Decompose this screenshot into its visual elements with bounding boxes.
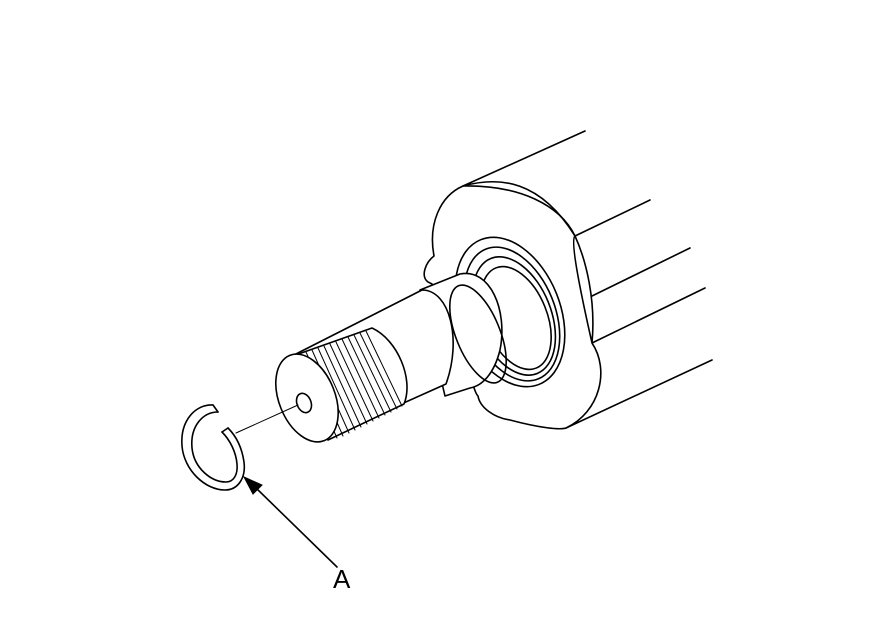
callout-a-arrow xyxy=(242,475,338,568)
housing-body xyxy=(462,130,713,429)
callout-label-a: A xyxy=(333,564,351,594)
snap-ring xyxy=(181,404,246,491)
shaft-end-face xyxy=(275,353,339,443)
alignment-line xyxy=(235,404,299,434)
